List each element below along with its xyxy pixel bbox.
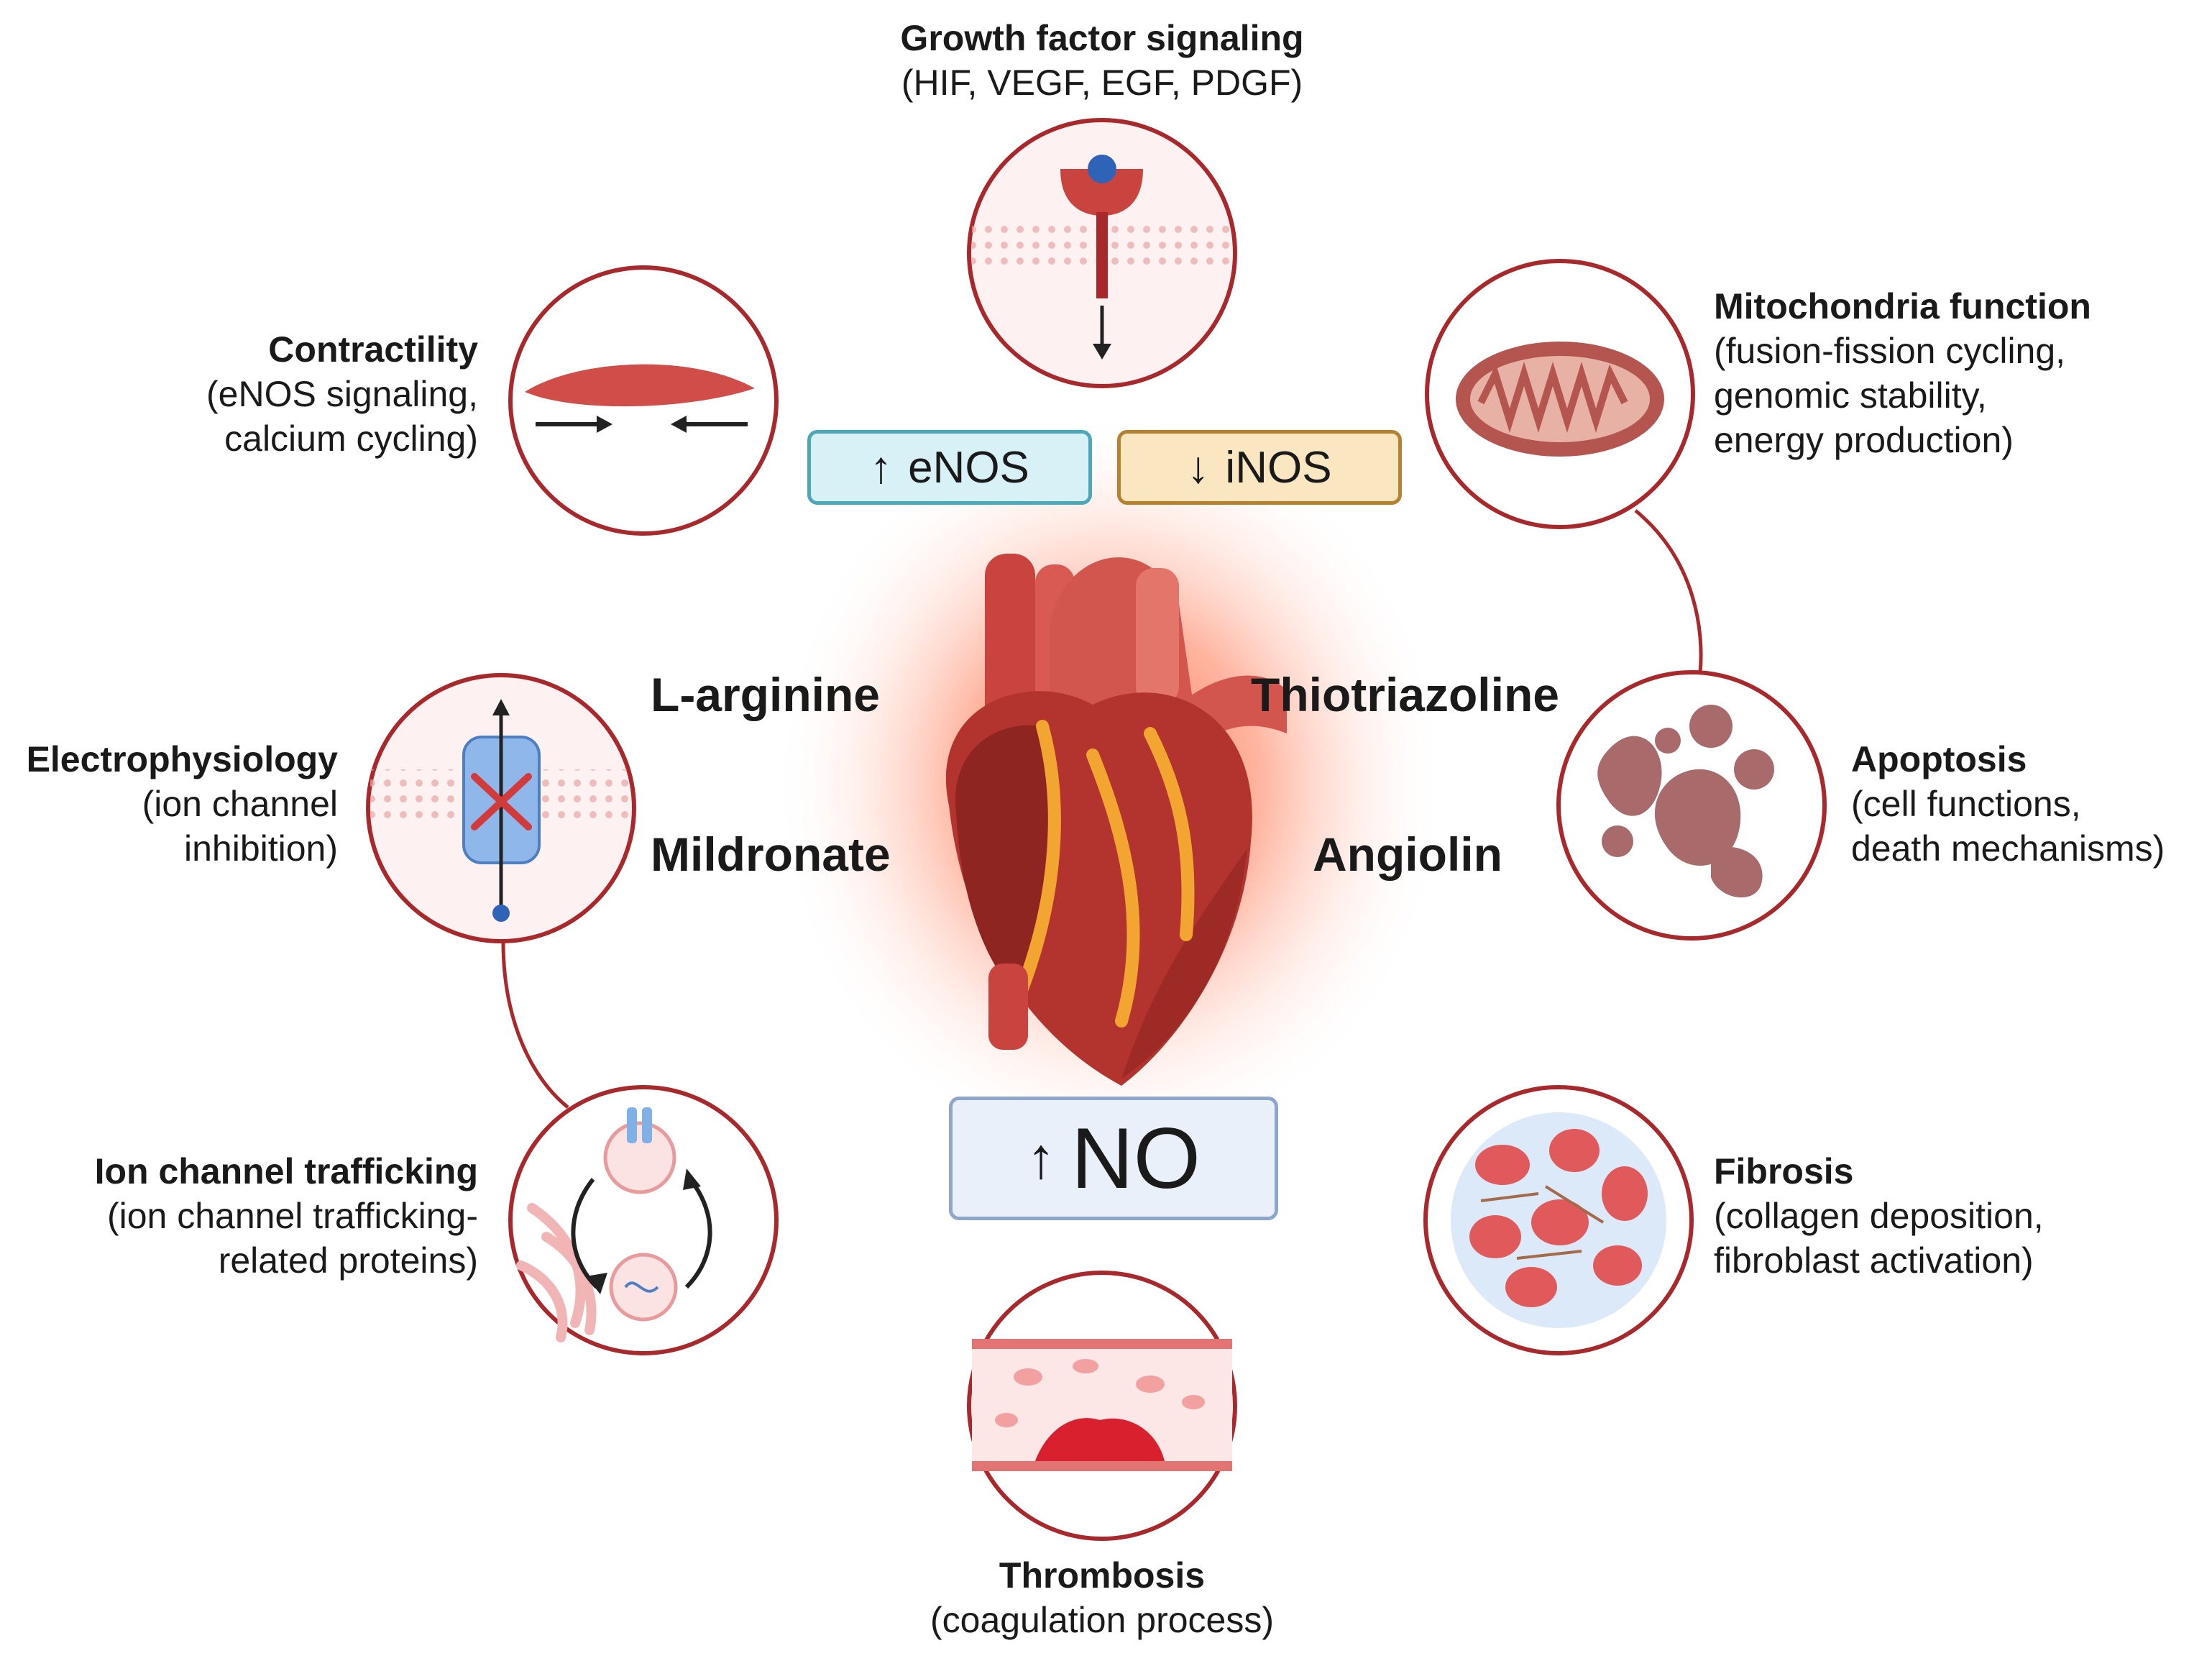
growth-factor-circle (967, 118, 1237, 388)
node-desc: (coagulation process) (930, 1600, 1275, 1640)
up-arrow-icon: ↑ (870, 442, 893, 493)
connector-mito-apoptosis (1634, 509, 1703, 673)
node-title: Thrombosis (999, 1555, 1206, 1596)
enos-badge: ↑ eNOS (807, 430, 1092, 505)
node-desc: (fusion-fission cycling, (1714, 331, 2066, 371)
ion-trafficking-label: Ion channel trafficking (ion channel tra… (29, 1149, 478, 1283)
heart-icon (945, 554, 1287, 1086)
node-title: Ion channel trafficking (94, 1151, 478, 1191)
node-desc: (ion channel (142, 784, 338, 824)
thrombosis-label: Thrombosis (coagulation process) (814, 1553, 1390, 1642)
node-desc: fibroblast activation) (1714, 1240, 2034, 1281)
mitochondria-label: Mitochondria function (fusion-fission cy… (1714, 284, 2188, 462)
node-desc: (HIF, VEGF, EGF, PDGF) (901, 63, 1303, 103)
drug-label: Angiolin (1313, 828, 1502, 881)
node-title: Apoptosis (1851, 739, 2027, 779)
node-desc: related proteins) (218, 1240, 478, 1281)
down-arrow-icon: ↓ (1187, 442, 1210, 493)
node-desc: calcium cycling) (224, 418, 478, 459)
no-badge: ↑ NO (949, 1097, 1278, 1220)
contractility-label: Contractility (eNOS signaling, calcium c… (119, 327, 478, 461)
drug-label: Thiotriazoline (1251, 668, 1559, 721)
fibrosis-circle (1423, 1085, 1694, 1355)
node-title: Mitochondria function (1714, 286, 2091, 326)
node-title: Fibrosis (1714, 1151, 1854, 1191)
thrombosis-circle (967, 1271, 1237, 1541)
node-desc: (collagen deposition, (1714, 1196, 2044, 1236)
node-desc: inhibition) (183, 828, 338, 869)
node-desc: genomic stability, (1714, 375, 1987, 416)
node-desc: (ion channel trafficking- (106, 1196, 478, 1236)
mitochondria-circle (1425, 259, 1695, 529)
inos-label: iNOS (1225, 442, 1332, 493)
electrophysiology-label: Electrophysiology (ion channel inhibitio… (7, 737, 338, 871)
node-title: Electrophysiology (26, 739, 338, 779)
up-arrow-icon: ↑ (1027, 1126, 1055, 1190)
contractility-circle (508, 265, 779, 536)
drug-label: Mildronate (651, 828, 891, 881)
node-desc: (eNOS signaling, (206, 374, 478, 414)
node-desc: energy production) (1714, 420, 2014, 460)
drug-label: L-arginine (651, 668, 881, 721)
no-label: NO (1071, 1110, 1201, 1207)
inos-badge: ↓ iNOS (1117, 430, 1402, 505)
apoptosis-label: Apoptosis (cell functions, death mechani… (1851, 737, 2196, 871)
ion-trafficking-circle (508, 1085, 779, 1355)
node-title: Growth factor signaling (900, 18, 1304, 58)
node-desc: (cell functions, (1851, 784, 2081, 824)
connector-electro-ion (501, 941, 569, 1109)
electrophysiology-circle (366, 673, 636, 943)
growth-factor-label: Growth factor signaling (HIF, VEGF, EGF,… (779, 16, 1426, 105)
node-title: Contractility (268, 329, 478, 370)
node-desc: death mechanisms) (1851, 828, 2165, 869)
fibrosis-label: Fibrosis (collagen deposition, fibroblas… (1714, 1149, 2160, 1283)
enos-label: eNOS (908, 442, 1029, 493)
apoptosis-circle (1556, 670, 1827, 941)
